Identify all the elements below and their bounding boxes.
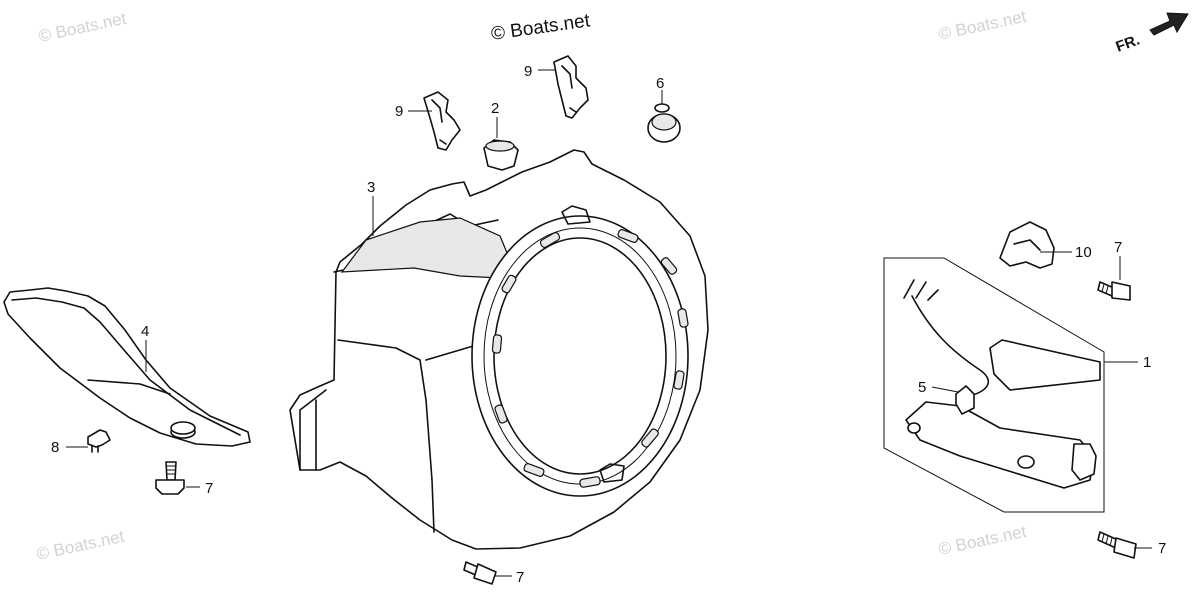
part-8-clip (87, 429, 111, 453)
front-arrow-icon: FR. (1114, 12, 1189, 56)
callout-7: 7 (1158, 540, 1166, 557)
leader-lines (66, 69, 1152, 577)
callout-2: 2 (491, 100, 499, 117)
part-10-clamp (999, 221, 1055, 269)
part-4-air-guide (3, 287, 251, 447)
part-2-grommet (483, 139, 519, 171)
callout-10: 10 (1075, 244, 1092, 261)
part-9-clip (423, 91, 461, 151)
callout-9: 9 (524, 63, 532, 80)
front-label: FR. (1114, 32, 1143, 56)
watermark: © Boats.net (937, 522, 1028, 559)
part-9-clip (553, 55, 589, 119)
callout-5: 5 (918, 379, 926, 396)
callout-1: 1 (1143, 354, 1151, 371)
part-7-bolt (1097, 531, 1137, 559)
header-watermark: © Boats.net (490, 10, 592, 45)
part-7-bolt (1097, 281, 1131, 301)
callout-7: 7 (1114, 239, 1122, 256)
part-6-grommet (647, 103, 681, 143)
watermark: © Boats.net (35, 527, 126, 564)
callout-7: 7 (516, 569, 524, 586)
front-direction-arrow (1149, 12, 1189, 36)
part-3-fan-cover (289, 149, 709, 550)
callout-4: 4 (141, 323, 149, 340)
callout-7: 7 (205, 480, 213, 497)
watermark: © Boats.net (937, 7, 1028, 44)
part-7-bolt (155, 461, 185, 495)
callout-9: 9 (395, 103, 403, 120)
part-1-module (883, 257, 1105, 513)
part-7-bolt (463, 561, 497, 585)
watermark: © Boats.net (37, 9, 128, 46)
callout-8: 8 (51, 439, 59, 456)
callout-6: 6 (656, 75, 664, 92)
callout-3: 3 (367, 179, 375, 196)
